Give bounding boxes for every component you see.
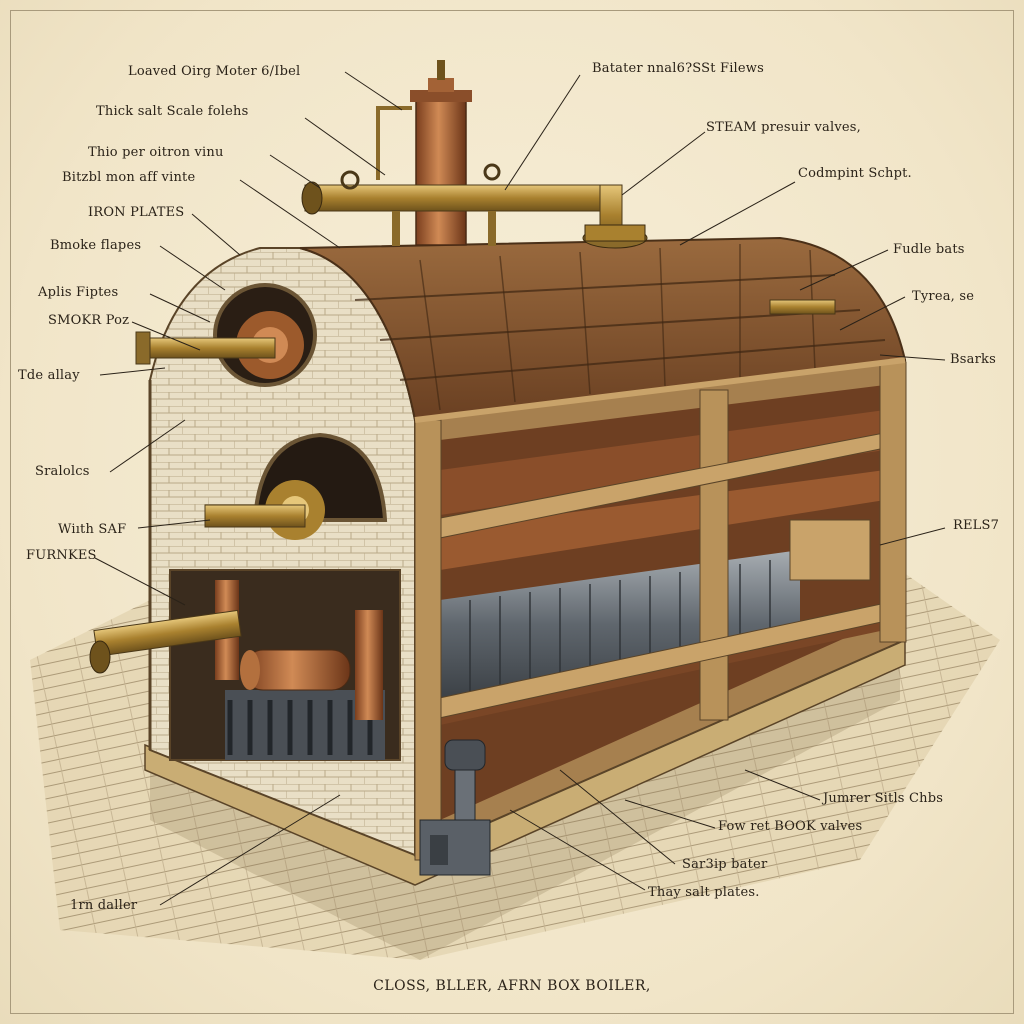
label-rels7: RELS7: [953, 518, 1000, 533]
diagram-caption: CLOSS, BLLER, AFRN BOX BOILER,: [373, 978, 651, 994]
boiler-roof: [299, 236, 907, 423]
label-thay-salt-plates: Thay salt plates.: [648, 885, 760, 900]
label-iron-plates: IRON PLATES: [88, 205, 185, 220]
label-loaved-oirg-moter: Loaved Oirg Moter 6/Ibel: [128, 64, 301, 79]
label-tyrea-se: Tyrea, se: [912, 289, 975, 304]
label-tde-allay: Tde allay: [18, 368, 80, 383]
label-thick-salt-scale: Thick salt Scale folehs: [96, 104, 249, 119]
label-bmoke-flapes: Bmoke flapes: [50, 238, 142, 253]
label-steam-presuir-valves: STEAM presuir valves,: [706, 120, 861, 135]
label-furnkes: FURNKES: [26, 548, 97, 563]
front-pipes: [89, 331, 351, 691]
label-sralolcs: Sralolcs: [35, 464, 90, 479]
leader-lines: [94, 71, 946, 906]
label-bitzbl-mon: Bitzbl mon aff vinte: [62, 170, 196, 185]
label-smokr-poz: SMOKR Poz: [48, 313, 130, 328]
label-batater-filews: Batater nnal6?SSt Filews: [592, 61, 765, 76]
label-sar3ip-bater: Sar3ip bater: [682, 857, 768, 872]
label-fow-ret-book-valves: Fow ret BOOK valves: [718, 819, 863, 834]
label-aplis-fiptes: Aplis Fiptes: [38, 285, 119, 300]
label-with-saf: Wiıth SAF: [58, 522, 127, 537]
front-brick-wall: [148, 247, 416, 857]
label-irn-daller: 1rn daller: [70, 898, 138, 913]
label-jumrer-sitls: Jumrer Sitls Chbs: [823, 791, 944, 806]
feed-pump: [419, 739, 491, 876]
steam-dome: [301, 60, 648, 249]
side-pipe: [769, 299, 836, 315]
label-thio-per-oitron: Thio per oitron vinu: [88, 145, 224, 160]
label-codmpint-schpt: Codmpint Schpt.: [798, 166, 912, 181]
boiler-side-frame: [414, 358, 907, 861]
label-fudle-bats: Fudle bats: [893, 242, 965, 257]
label-bsarks: Bsarks: [950, 352, 996, 367]
